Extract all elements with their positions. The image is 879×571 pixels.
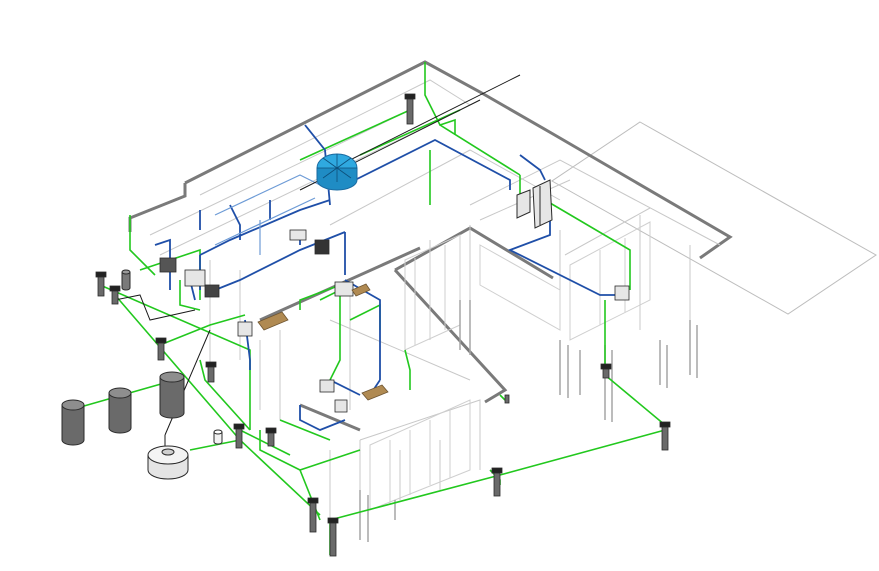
rainwater-cistern-icon: [213, 429, 223, 445]
septic-tank-icon: [147, 445, 189, 480]
rainwater-cisterns: [61, 269, 223, 446]
wooden-vanities: [257, 283, 389, 401]
bollard-posts: [95, 93, 671, 557]
rooftop-water-tank-icon: [316, 153, 358, 191]
bollard-post-icon: [265, 427, 277, 447]
green-pipe-network: [69, 62, 666, 555]
bollard-post-icon: [307, 497, 319, 533]
bollard-post-icon: [404, 93, 416, 125]
deck-outline: [551, 121, 877, 315]
bollard-post-icon: [504, 394, 510, 404]
bollard-post-icon: [600, 363, 612, 379]
equipment-fixtures: [159, 229, 630, 413]
bollard-post-icon: [327, 517, 339, 557]
bollard-post-icon: [233, 423, 245, 449]
rainwater-cistern-icon: [121, 269, 131, 291]
structural-framing: [149, 79, 721, 520]
rainwater-cistern-icon: [108, 387, 132, 434]
stilt-columns: [359, 300, 698, 542]
rainwater-cistern-icon: [159, 371, 185, 419]
bollard-post-icon: [205, 361, 217, 383]
rainwater-cistern-icon: [61, 399, 85, 446]
bollard-post-icon: [109, 285, 121, 305]
blue-pipe-network: [154, 124, 615, 431]
electrical-panel: [516, 179, 553, 229]
bollard-post-icon: [95, 271, 107, 297]
window-frames: [369, 221, 651, 511]
bollard-post-icon: [155, 337, 167, 361]
bollard-post-icon: [491, 467, 503, 497]
bollard-post-icon: [659, 421, 671, 451]
